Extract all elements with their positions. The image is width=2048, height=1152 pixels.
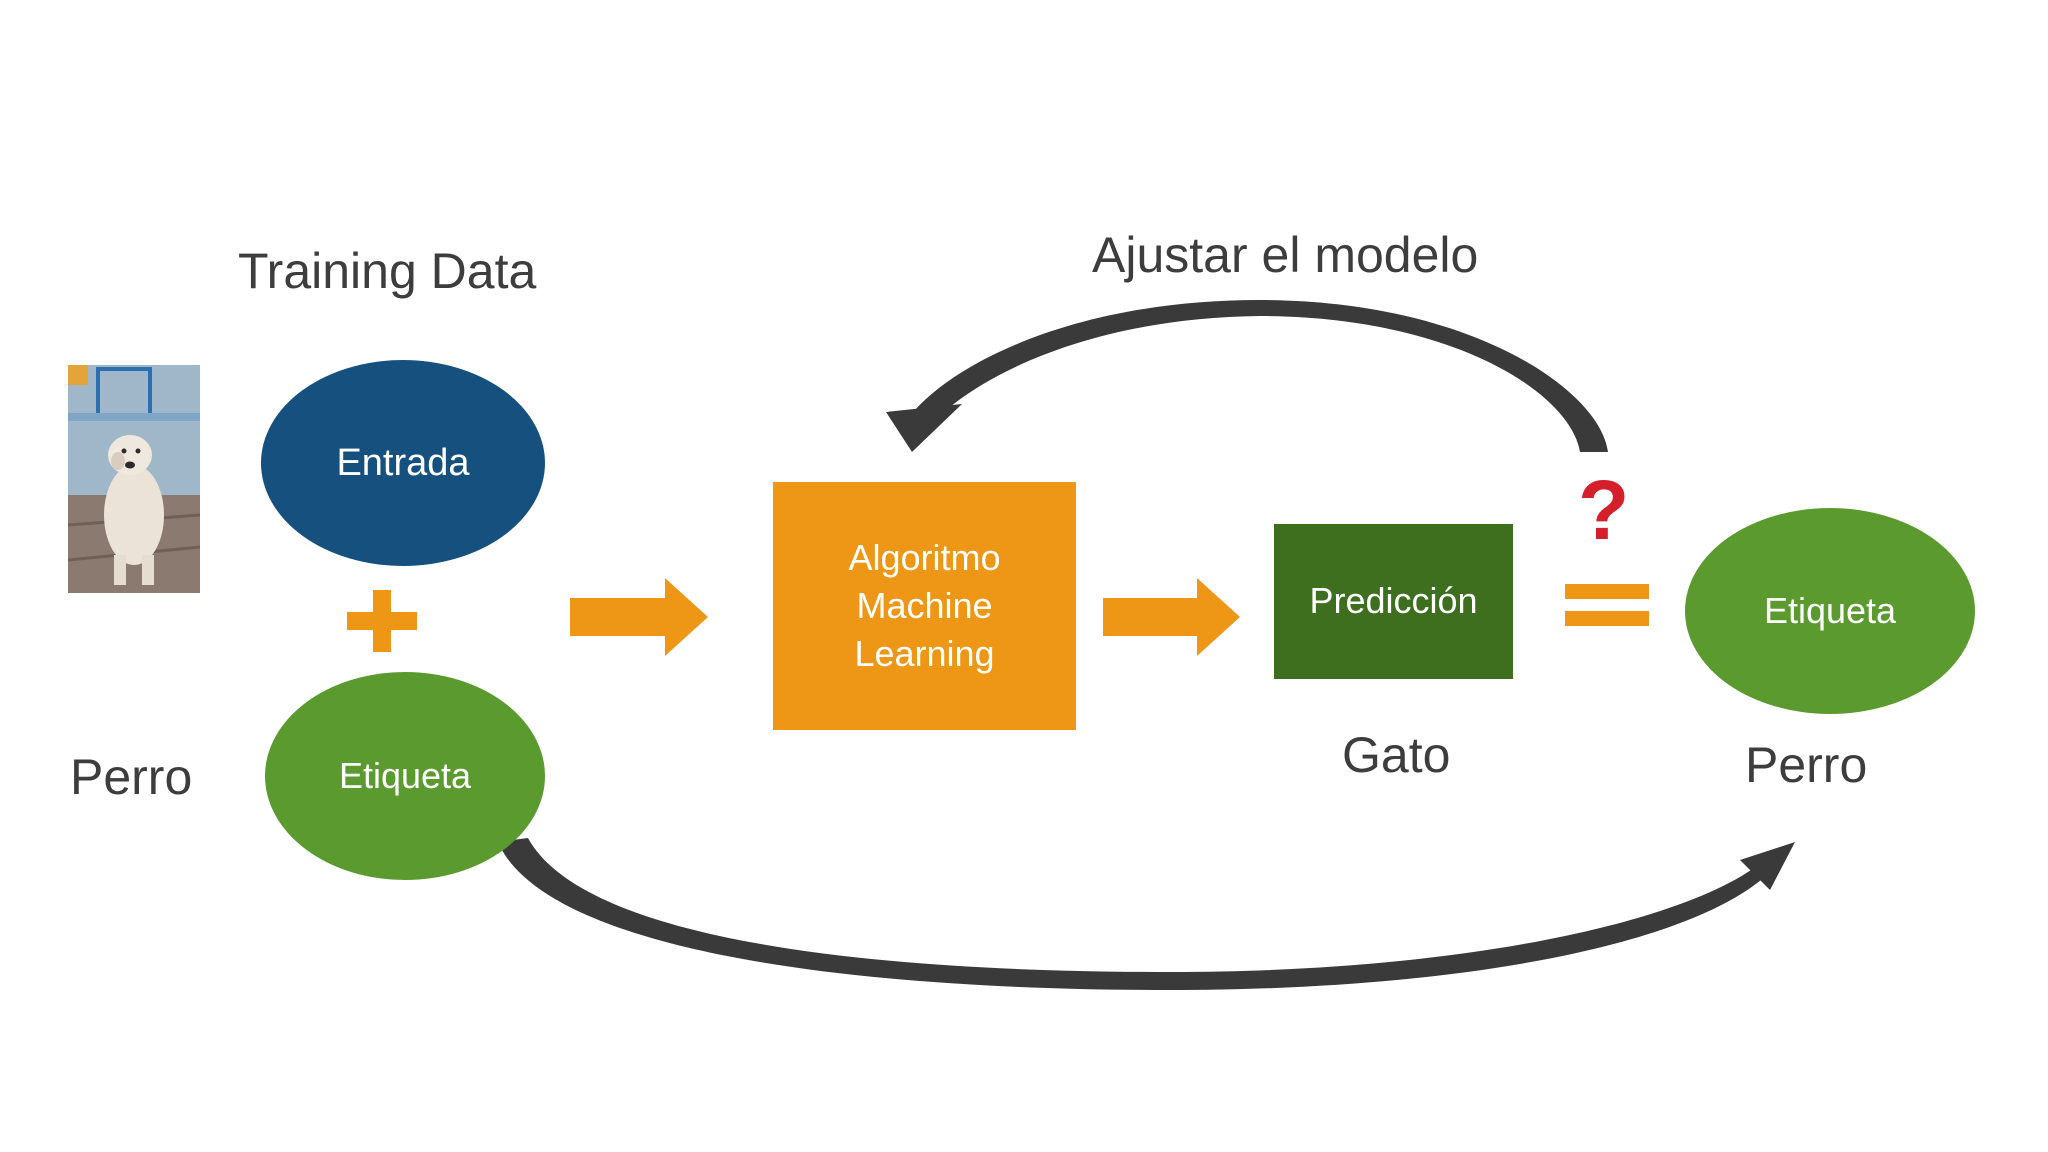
adjust-model-label: Ajustar el modelo [1092,227,1479,283]
label-comparison-arrowhead [1740,842,1795,890]
perro-right-label: Perro [1745,737,1868,793]
plus-symbol [347,590,417,652]
algorithm-line-2: Machine [856,585,993,626]
adjust-model-arrowhead [886,404,962,452]
adjust-model-arrow [915,300,1608,452]
etiqueta-left-label: Etiqueta [338,755,472,796]
dog-photo [68,365,200,593]
entrada-node [261,360,545,566]
perro-left-label: Perro [70,749,193,805]
etiqueta-right-node [1685,508,1975,714]
algorithm-box [773,482,1076,730]
label-comparison-arrow [498,838,1770,990]
question-mark: ? [1578,463,1630,557]
equals-symbol [1565,584,1649,626]
etiqueta-right-label: Etiqueta [1763,590,1897,631]
algorithm-line-1: Algoritmo [848,537,1001,578]
etiqueta-left-node [265,672,545,880]
entrada-label: Entrada [336,441,470,484]
algorithm-line-3: Learning [854,633,995,674]
prediction-label: Predicción [1309,580,1478,621]
training-data-label: Training Data [238,243,537,299]
dog-photo-graphic [68,365,200,593]
arrow-to-prediction [1103,578,1240,656]
gato-label: Gato [1342,727,1451,783]
arrow-to-algorithm [570,578,708,656]
prediction-box [1274,524,1513,679]
algorithm-label: Algoritmo Machine Learning [773,530,1076,682]
